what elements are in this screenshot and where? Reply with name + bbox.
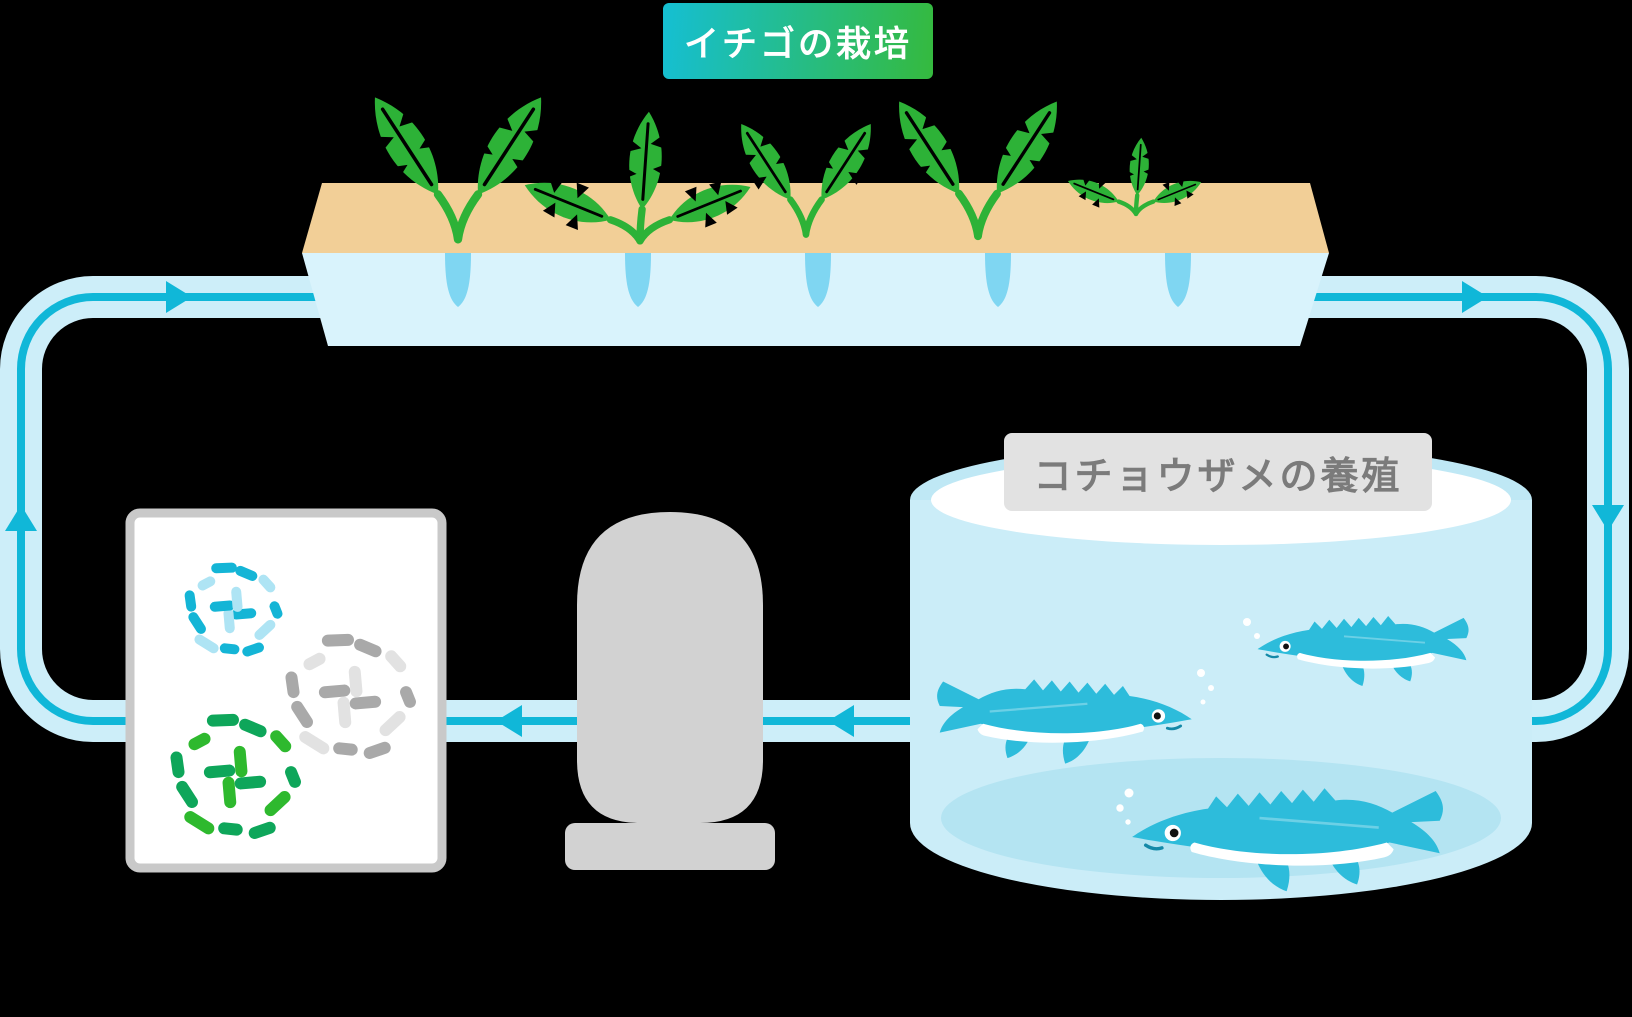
bacterium-rod	[219, 643, 240, 655]
bacterium-rod	[222, 776, 237, 809]
sturgeon-farming-text: コチョウザメの養殖	[1033, 453, 1403, 498]
bubble	[1197, 669, 1205, 677]
bacterium-rod	[349, 695, 382, 710]
bubble	[1208, 685, 1214, 691]
water-drop	[1165, 253, 1191, 307]
bacterium-rod	[270, 730, 292, 753]
bacterium-rod	[285, 671, 300, 699]
bubble	[1125, 819, 1131, 825]
bubble	[1124, 788, 1134, 798]
bacterium-rod	[303, 652, 326, 671]
bacterium-rod	[209, 600, 235, 612]
bacterium-rod	[231, 586, 243, 612]
bacterium-rod	[233, 745, 248, 778]
bubbles	[1116, 618, 1260, 825]
flow-arrow-mid-left	[496, 705, 522, 737]
sturgeon-farming-label: コチョウザメの養殖	[1004, 433, 1432, 511]
bacterium-rod	[400, 686, 416, 708]
bacteria-cluster-green	[170, 713, 301, 840]
bacterium-rod	[254, 619, 276, 641]
water-drop	[625, 253, 651, 307]
bacterium-rod	[206, 713, 239, 727]
bacterium-rod	[291, 700, 313, 728]
bacterium-rod	[318, 684, 351, 699]
bacterium-rod	[235, 565, 258, 581]
bacterium-rod	[348, 665, 363, 698]
bacterium-rod	[354, 638, 382, 658]
bacterium-rod	[299, 731, 330, 755]
pump-base	[565, 823, 775, 870]
bacterium-rod	[264, 791, 291, 817]
bacterium-rod	[321, 633, 354, 647]
bacteria-cluster-teal	[184, 562, 283, 657]
pump-body	[577, 512, 763, 823]
bacterium-rod	[184, 590, 197, 612]
water-drop	[445, 253, 471, 307]
bacterium-rod	[333, 742, 358, 756]
flow-arrow-left-up	[5, 505, 37, 531]
bacterium-rod	[337, 696, 352, 729]
bacterium-rod	[379, 711, 406, 737]
bacterium-rod	[223, 608, 235, 634]
bacterium-rod	[385, 650, 407, 673]
bacterium-rod	[211, 562, 237, 574]
bacterium-rod	[188, 732, 211, 751]
bacterium-rod	[239, 718, 267, 738]
grow-bed	[302, 83, 1329, 346]
bacterium-rod	[197, 576, 216, 591]
flow-arrow-mid-right	[828, 705, 854, 737]
water-drop	[805, 253, 831, 307]
water-drop	[985, 253, 1011, 307]
bacterium-rod	[184, 811, 215, 835]
flow-arrow-top-left	[166, 281, 192, 313]
bacterium-rod	[269, 601, 283, 619]
bubble	[1243, 618, 1251, 626]
strawberry-cultivation-label: イチゴの栽培	[663, 3, 933, 79]
bacterium-rod	[194, 634, 219, 654]
flow-arrow-top-right	[1462, 281, 1488, 313]
bacteria-cluster-gray	[285, 633, 416, 760]
bacterium-rod	[363, 741, 391, 760]
bacterium-rod	[248, 821, 276, 840]
flow-arrow-right-down	[1592, 505, 1624, 531]
bacterium-rod	[176, 780, 198, 808]
bacterium-rod	[258, 574, 276, 593]
bacteria-clusters	[170, 562, 416, 840]
bubble	[1254, 633, 1260, 639]
bubble	[1200, 699, 1206, 705]
water-drops	[445, 253, 1191, 307]
biofilter-box	[125, 508, 447, 873]
bacterium-rod	[188, 612, 206, 634]
water-pump	[565, 512, 775, 870]
bacterium-rod	[203, 764, 236, 779]
strawberry-cultivation-text: イチゴの栽培	[683, 24, 912, 65]
bacterium-rod	[242, 642, 264, 657]
bacterium-rod	[218, 822, 243, 836]
fish-tank	[910, 443, 1532, 900]
bubble	[1116, 804, 1124, 812]
bacterium-rod	[234, 775, 267, 790]
bacterium-rod	[285, 766, 301, 788]
bacterium-rod	[170, 751, 185, 779]
